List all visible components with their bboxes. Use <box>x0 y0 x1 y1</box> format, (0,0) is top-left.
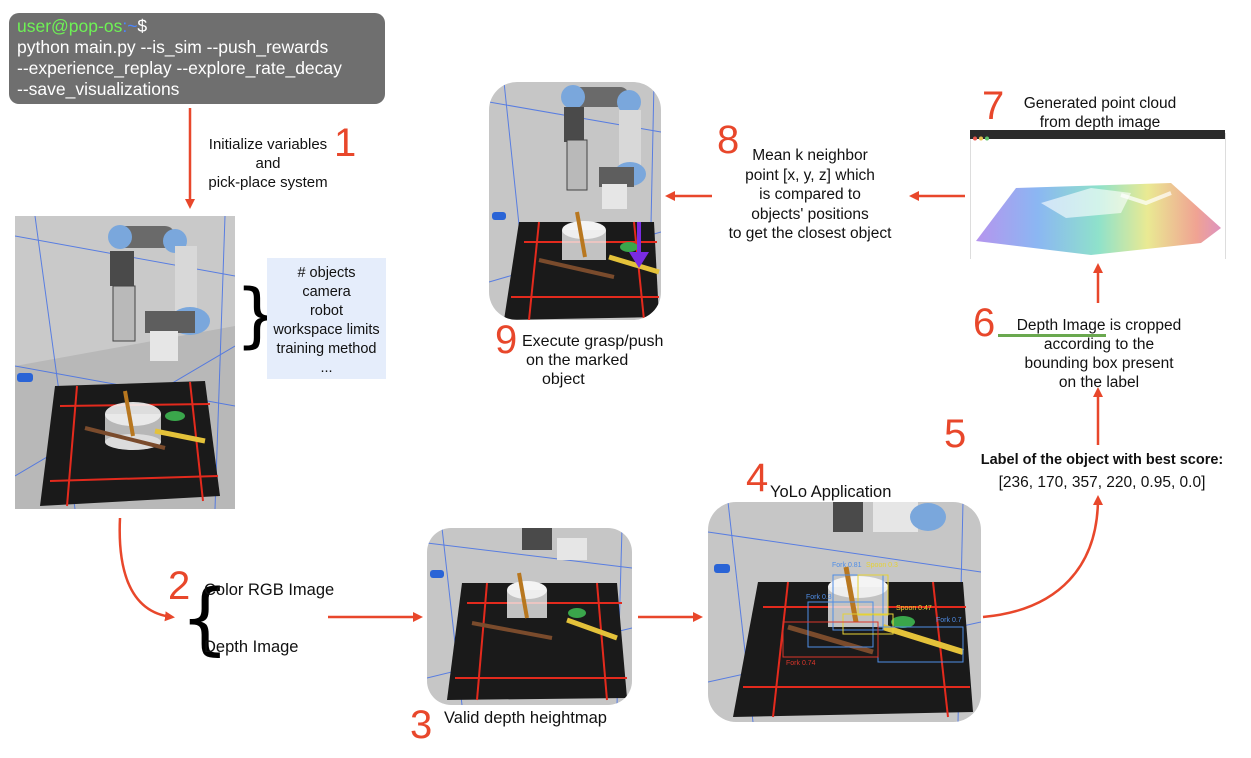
step-1-number: 1 <box>334 121 357 165</box>
detection-label-3: Fork 0.3 <box>806 594 832 601</box>
step-9-number: 9 <box>495 318 518 362</box>
arrow-scene-to-images <box>118 517 175 622</box>
step-3-label: Valid depth heightmap <box>444 709 607 727</box>
terminal-command-line-2: --experience_replay --explore_rate_decay <box>17 58 342 78</box>
terminal-command-line-3: --save_visualizations <box>17 79 180 99</box>
step-1-line-2: and <box>255 155 281 172</box>
step-2-line-1: Color RGB Image <box>204 581 335 599</box>
yolo-detection-scene: Fork 0.81 Spoon 0.3 Fork 0.3 Spoon 0.47 … <box>708 502 981 722</box>
step-7-number: 7 <box>982 84 1005 128</box>
terminal-prompt: $ <box>137 16 148 36</box>
step-5-line-2: [236, 170, 357, 220, 0.95, 0.0] <box>998 474 1206 491</box>
step-8-line-4: objects' positions <box>751 205 869 223</box>
step-6-label: Depth Image is cropped according to the … <box>994 316 1204 392</box>
detection-label-4: Spoon 0.47 <box>896 605 932 612</box>
step-7-line-1: Generated point cloud <box>1023 95 1177 112</box>
step-2-line-2: Depth Image <box>204 638 299 656</box>
step-6-line-3: bounding box present <box>1024 355 1174 372</box>
simulation-scene-initial <box>15 216 235 509</box>
step-5-line-1: Label of the object with best score: <box>980 452 1224 468</box>
step-1-line-3: pick-place system <box>208 174 328 191</box>
step-8-line-1: Mean k neighbor <box>752 147 868 164</box>
detection-label-5: Fork 0.7 <box>936 617 962 624</box>
step-7-label: Generated point cloud from depth image <box>1000 94 1200 132</box>
config-item-training-method: training method <box>276 341 377 357</box>
config-item-more: ... <box>320 360 333 376</box>
terminal-window: user@pop-os:~$ python main.py --is_sim -… <box>9 13 385 104</box>
config-item-camera: camera <box>302 284 351 300</box>
config-item-workspace-limits: workspace limits <box>273 322 380 338</box>
step-6-line-2: according to the <box>1043 336 1155 353</box>
detection-label-2: Spoon 0.3 <box>866 562 898 569</box>
config-brace: } <box>235 274 280 356</box>
step-5-label: Label of the object with best score: [23… <box>957 450 1247 493</box>
step-6-line-4: on the label <box>1058 374 1140 391</box>
step-6-number: 6 <box>973 301 996 345</box>
step-3-number: 3 <box>410 703 433 747</box>
step-6-line-1: Depth Image is cropped <box>1016 317 1182 334</box>
terminal-command-line-1: python main.py --is_sim --push_rewards <box>17 37 329 57</box>
point-cloud-window <box>970 133 1226 259</box>
config-parameters-box: # objects camera robot workspace limits … <box>267 258 386 379</box>
step-5-number: 5 <box>944 412 967 456</box>
depth-heightmap-scene <box>427 528 632 705</box>
step-1-line-1: Initialize variables <box>208 136 328 153</box>
step-4-number: 4 <box>746 456 769 500</box>
step-4-label: YoLo Application <box>770 483 892 501</box>
step-9-line-2: on the marked <box>526 352 629 369</box>
depth-image-underline <box>998 334 1106 337</box>
point-cloud-titlebar <box>970 130 1225 141</box>
execute-grasp-scene <box>489 82 661 320</box>
step-9-line-3: object <box>542 371 585 388</box>
step-8-line-2: point [x, y, z] which <box>745 166 875 184</box>
step-8-label: Mean k neighbor point [x, y, z] which is… <box>695 146 925 244</box>
terminal-prompt-line: user@pop-os:~$ <box>17 16 377 37</box>
detection-label-1: Fork 0.81 <box>832 562 862 569</box>
terminal-user: user@pop-os <box>17 16 123 36</box>
step-8-number: 8 <box>717 118 740 162</box>
step-1-label: Initialize variables and pick-place syst… <box>193 135 343 192</box>
step-7-line-2: from depth image <box>1039 114 1161 131</box>
step-2-number: 2 <box>168 564 191 608</box>
step-9-label: Execute grasp/push on the marked object <box>516 332 706 389</box>
step-8-line-3: is compared to <box>759 186 861 203</box>
config-item-robot: robot <box>309 303 344 319</box>
detection-label-6: Fork 0.74 <box>786 660 816 667</box>
step-9-line-1: Execute grasp/push <box>522 333 664 350</box>
arrow-yolo-to-label <box>982 495 1103 619</box>
config-item-objects: # objects <box>297 265 356 281</box>
terminal-path: :~ <box>122 16 138 36</box>
step-8-line-5: to get the closest object <box>728 225 892 242</box>
